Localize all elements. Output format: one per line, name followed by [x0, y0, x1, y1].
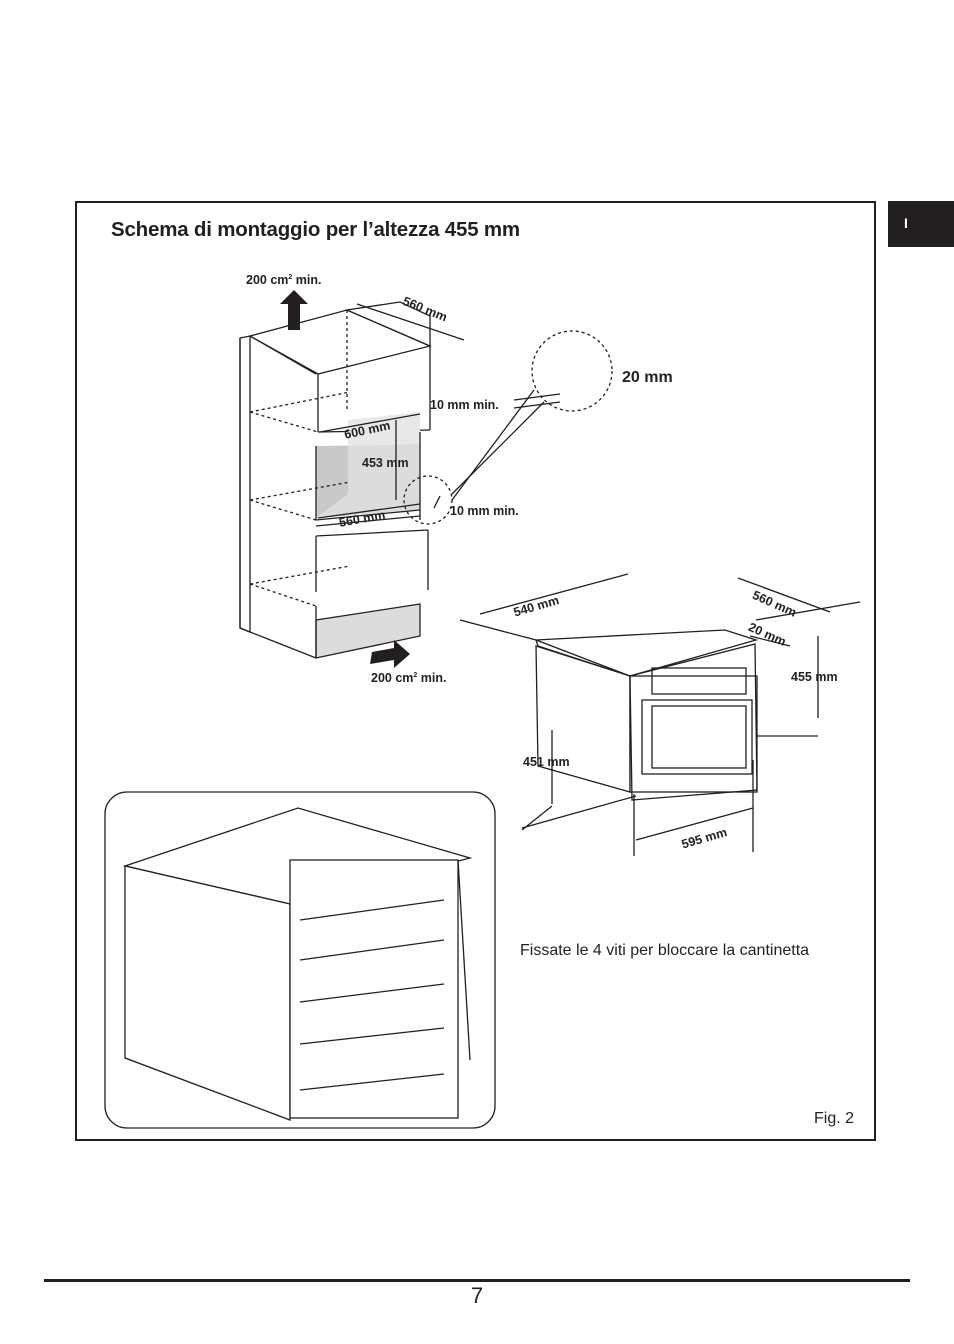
- page-title: Schema di montaggio per l’altezza 455 mm: [111, 218, 520, 241]
- mounting-caption: Fissate le 4 viti per bloccare la cantin…: [520, 942, 810, 959]
- detail-20-label: 20 mm: [622, 369, 673, 386]
- gap-10-bottom-label: 10 mm min.: [450, 504, 519, 518]
- page-number: 7: [470, 1283, 484, 1308]
- figure-label: Fig. 2: [814, 1110, 855, 1127]
- figure-frame: [75, 201, 876, 1141]
- appliance-451-label: 451 mm: [523, 755, 570, 769]
- appliance-455-label: 455 mm: [791, 670, 838, 684]
- footer-rule: [44, 1279, 910, 1282]
- language-tab: I: [888, 201, 954, 247]
- height-453-label: 453 mm: [362, 456, 409, 470]
- vent-top-label: 200 cm2 min.: [246, 273, 322, 287]
- vent-bottom-label: 200 cm2 min.: [371, 671, 447, 685]
- gap-10-top-label: 10 mm min.: [430, 398, 499, 412]
